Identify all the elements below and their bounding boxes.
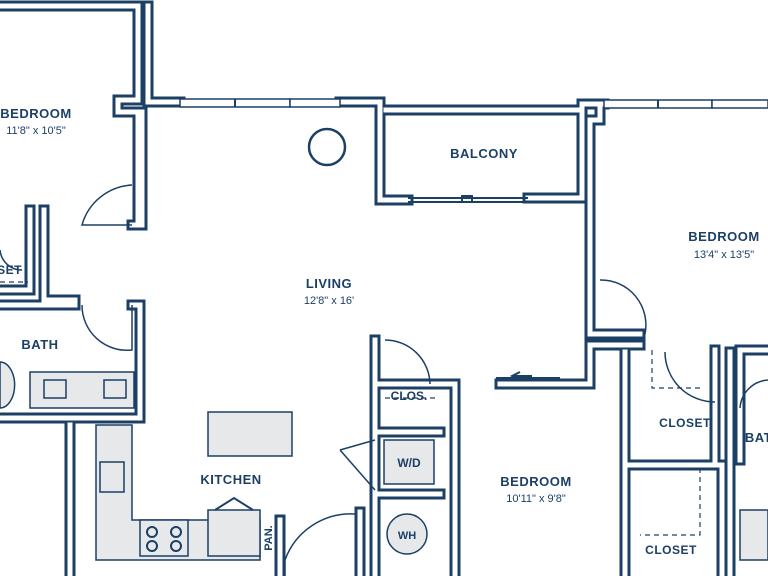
label-living: LIVING [306,276,352,291]
dims-bedroom-nw: 11'8" x 10'5" [6,125,66,137]
doors [0,184,768,576]
dims-bedroom-ne: 13'4" x 13'5" [694,249,754,261]
bath-sink-left-icon [43,379,67,399]
stove-icon [139,519,189,557]
kitchen-island [207,411,293,457]
label-closet-ne: CLOSET [659,416,711,430]
door-entry [284,513,356,576]
kitchen-sink-icon [99,461,125,493]
washer-dryer-icon [383,439,435,485]
toilet-icon [0,361,16,409]
label-bedroom-ne: BEDROOM [688,229,759,244]
window-living-2 [289,98,341,108]
label-bath-e: BATH [745,430,768,445]
label-bedroom-s: BEDROOM [500,474,571,489]
refrigerator-icon [207,509,261,557]
fixtures [0,127,768,561]
bathtub-icon [739,509,768,561]
label-clos: CLOS. [391,389,428,403]
label-water-heater: WH [398,530,416,542]
door-closet-ne [664,351,716,403]
label-closet-w: CLOSET [0,263,22,277]
door-closet-w [0,249,23,271]
label-kitchen: KITCHEN [200,472,261,487]
label-balcony: BALCONY [450,146,518,161]
door-bedroom-ne [599,279,647,335]
label-bath-w: BATH [21,337,58,352]
label-washer-dryer: W/D [397,456,421,470]
label-closet-se: CLOSET [645,543,697,557]
door-bath-e [739,379,768,409]
dims-bedroom-s: 10'11" x 9'8" [506,493,566,505]
dims-living: 12'8" x 16' [304,295,354,307]
door-bedroom-nw [81,184,133,226]
label-bedroom-nw: BEDROOM [0,106,71,121]
door-wd [339,439,376,491]
door-clos [384,339,431,385]
labels: BEDROOM 11'8" x 10'5" BALCONY BEDROOM 13… [0,106,768,557]
water-heater-icon [386,513,428,555]
door-bath-w [81,304,133,352]
windows [179,98,768,203]
column-icon [307,127,347,167]
window-bedroom-ne-2 [711,99,768,109]
label-pantry: PAN. [263,525,275,550]
shelf-lines [0,281,701,536]
bath-sink-right-icon [103,379,127,399]
